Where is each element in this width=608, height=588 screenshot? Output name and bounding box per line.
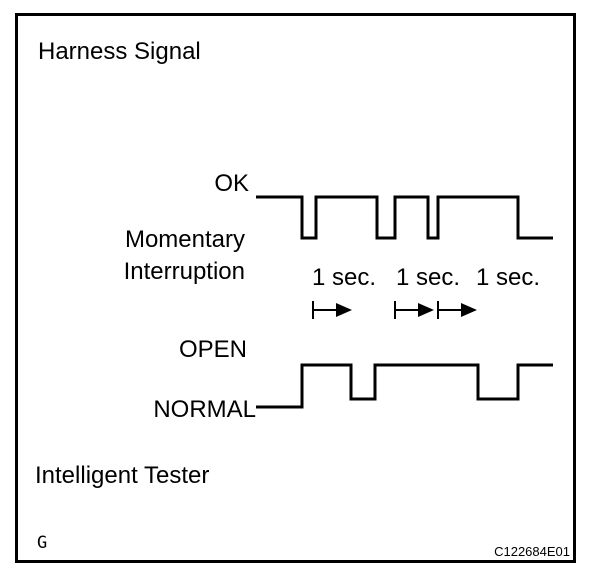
label-momentary: Momentary [124, 226, 245, 253]
diagram-title: Harness Signal [38, 38, 201, 65]
duration-label-3: 1 sec. [476, 264, 541, 291]
label-open: OPEN [178, 336, 247, 363]
duration-marker-2 [394, 301, 434, 319]
diagram-frame [15, 13, 576, 563]
duration-label-1: 1 sec. [312, 264, 377, 291]
duration-label-2: 1 sec. [396, 264, 461, 291]
tester-label: Intelligent Tester [35, 462, 210, 489]
corner-letter: G [37, 533, 48, 553]
label-interruption: Interruption [123, 258, 245, 285]
figure-code: C122684E01 [494, 544, 570, 559]
label-normal: NORMAL [153, 396, 256, 423]
tester-signal-waveform [256, 363, 553, 409]
duration-marker-3 [437, 301, 477, 319]
duration-marker-1 [312, 301, 352, 319]
label-ok: OK [214, 170, 249, 197]
harness-signal-waveform [256, 195, 553, 240]
